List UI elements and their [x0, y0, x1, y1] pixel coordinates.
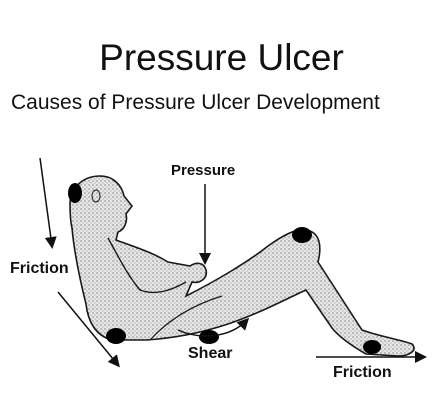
- pressure-label: Pressure: [171, 162, 236, 179]
- shear-label: Shear: [188, 345, 233, 362]
- pressure-point-head: [68, 183, 82, 203]
- pressure-point-heel: [363, 340, 381, 354]
- friction-arrow-diagonal: [57, 291, 120, 368]
- friction-arrow-down: [39, 157, 57, 249]
- diagram-title: Pressure Ulcer: [99, 37, 344, 78]
- shear-arrow: [177, 317, 250, 337]
- pressure-point-elbow: [106, 328, 126, 344]
- diagram-subtitle: Causes of Pressure Ulcer Development: [11, 91, 380, 114]
- ear: [91, 189, 101, 203]
- body-silhouette: [69, 175, 415, 357]
- pressure-point-sacrum: [199, 330, 219, 344]
- hip-crease: [149, 295, 223, 341]
- friction-label-right: Friction: [333, 364, 392, 381]
- pressure-point-knee: [292, 227, 312, 243]
- arm-outline: [107, 237, 187, 294]
- friction-label-left: Friction: [10, 260, 69, 277]
